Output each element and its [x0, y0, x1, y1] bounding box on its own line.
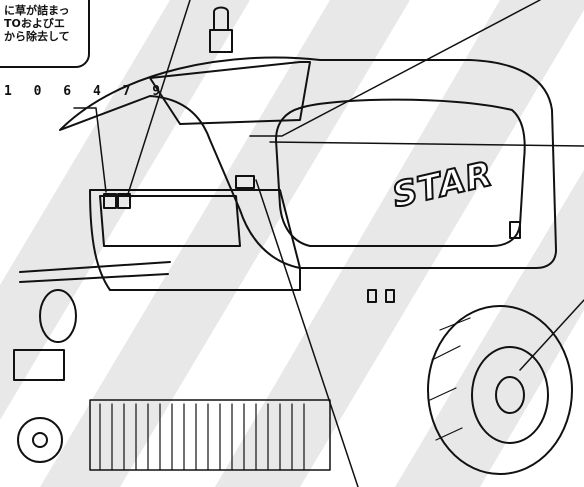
beacon-light [213, 6, 229, 31]
main-wheel [427, 305, 573, 475]
hitch-ring [39, 289, 77, 343]
beacon-base [209, 29, 233, 53]
leader-lines [73, 0, 584, 487]
warning-line-2: TOおよびエ [4, 17, 65, 30]
warning-line-1: に草が詰まっ [4, 4, 70, 17]
warning-line-3: から除去して [4, 30, 70, 43]
gauge-wheel [17, 417, 63, 463]
warning-label-box: に草が詰まっ TOおよびエ から除去して [0, 0, 90, 68]
part-number: 1 0 6 4 7 9 [4, 84, 168, 99]
side-panel [275, 98, 526, 247]
drawbar [19, 261, 171, 283]
pickup-reel [89, 399, 331, 471]
baler-hood [59, 56, 557, 269]
top-frame [149, 61, 311, 125]
